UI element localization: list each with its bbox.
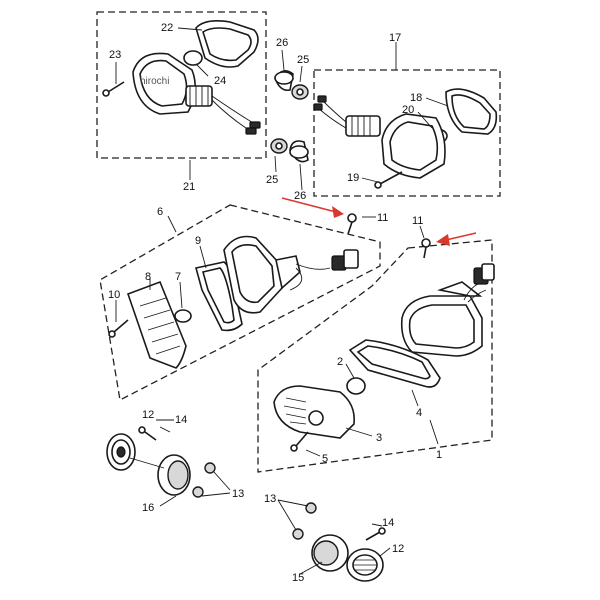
bulb-2: [346, 377, 366, 395]
callout-26-top: 26: [276, 37, 288, 49]
group-box-1: [257, 239, 493, 473]
bulb-24: [183, 50, 203, 66]
callout-11-left: 11: [377, 212, 388, 224]
watermark-text: hirochi: [140, 76, 169, 87]
callout-13-right: 13: [264, 493, 276, 505]
leader-lines: [115, 27, 449, 575]
callout-17: 17: [389, 32, 401, 44]
callout-14-left: 14: [175, 414, 187, 426]
grommets-25-26-top: [274, 70, 309, 100]
callout-18: 18: [410, 92, 422, 104]
bulb-7: [174, 309, 192, 323]
reflector-15-assembly: [292, 502, 386, 582]
callout-1: 1: [436, 449, 442, 461]
callout-25-top: 25: [297, 54, 309, 66]
lens-22-inner: [202, 27, 252, 62]
callout-21: 21: [183, 181, 195, 193]
callout-8: 8: [145, 271, 151, 283]
callout-10: 10: [108, 289, 120, 301]
callout-14-right: 14: [382, 517, 394, 529]
callout-labels: 22 23 24 21 26 25 25 26 17 18 20 19 6 9 …: [108, 22, 442, 584]
callout-23: 23: [109, 49, 121, 61]
front-signal-left: [102, 20, 261, 135]
callout-25-bottom: 25: [266, 174, 278, 186]
callout-22: 22: [161, 22, 173, 34]
housing-17-inner: [389, 121, 439, 171]
callout-24: 24: [214, 75, 226, 87]
callout-3: 3: [376, 432, 382, 444]
callout-5: 5: [322, 453, 328, 465]
callout-6: 6: [157, 206, 163, 218]
callout-19: 19: [347, 172, 359, 184]
group-box-17: [313, 69, 501, 197]
grommets-25-26-bottom: [270, 138, 309, 163]
lens-8: [126, 280, 187, 369]
callout-11-right: 11: [412, 215, 423, 227]
arrow-head-left: [332, 206, 344, 218]
front-signal-right: [313, 88, 498, 189]
arrow-to-11-right: [445, 232, 477, 241]
callout-26-bottom: 26: [294, 190, 306, 202]
callout-12-left: 12: [142, 409, 154, 421]
highlight-arrows: [281, 197, 477, 246]
callout-7: 7: [175, 271, 181, 283]
callout-16: 16: [142, 502, 154, 514]
tail-light-right: [273, 238, 495, 452]
group-box-6: [99, 204, 381, 401]
callout-13-left: 13: [232, 488, 244, 500]
callout-20: 20: [402, 104, 414, 116]
stem-17: [345, 115, 381, 137]
callout-2: 2: [337, 356, 343, 368]
lens-18-inner: [451, 94, 491, 130]
arrow-head-right: [436, 234, 450, 246]
callout-12-right: 12: [392, 543, 404, 555]
callout-9: 9: [195, 235, 201, 247]
tail-light-left: [108, 213, 359, 369]
reflector-16-assembly: [106, 426, 216, 498]
group-box-21: [96, 11, 267, 159]
callout-4: 4: [416, 407, 422, 419]
arrow-to-11-left: [281, 197, 337, 213]
callout-15: 15: [292, 572, 304, 584]
